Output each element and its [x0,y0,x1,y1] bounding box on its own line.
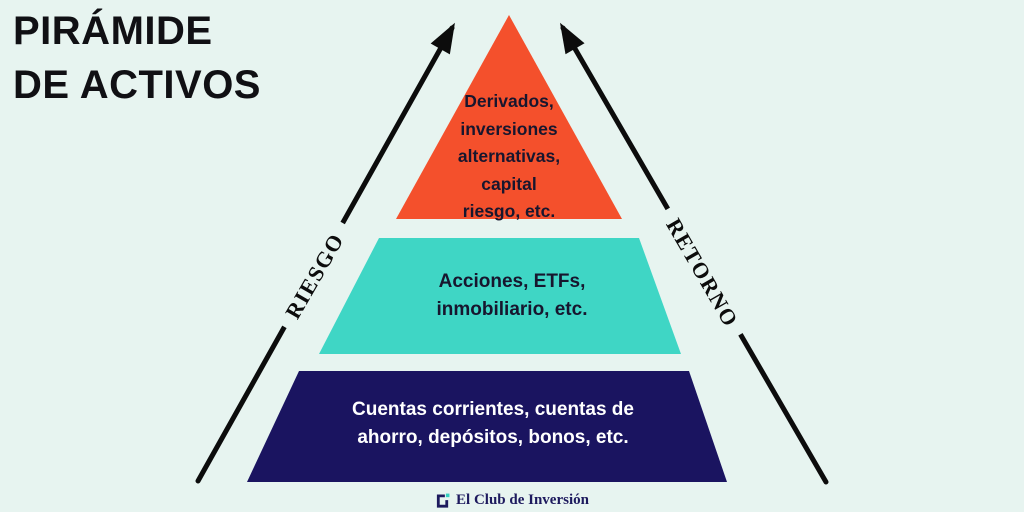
brand-name: El Club de Inversión [456,492,589,508]
pyramid-level-bottom [247,371,727,482]
pyramid-level-top-label: Derivados, inversiones alternativas, cap… [457,91,561,221]
pyramid-level-top [396,15,622,219]
club-inversion-bracket-icon [436,493,450,508]
pyramid-level-middle [319,238,681,354]
brand-footer: El Club de Inversión [435,492,589,509]
page-title: PIRÁMIDE DE ACTIVOS [13,9,261,107]
pyramid-level-middle-label: Acciones, ETFs, inmobiliario, etc. [436,271,588,320]
pyramid-level-bottom-label: Cuentas corrientes, cuentas de ahorro, d… [352,399,634,448]
